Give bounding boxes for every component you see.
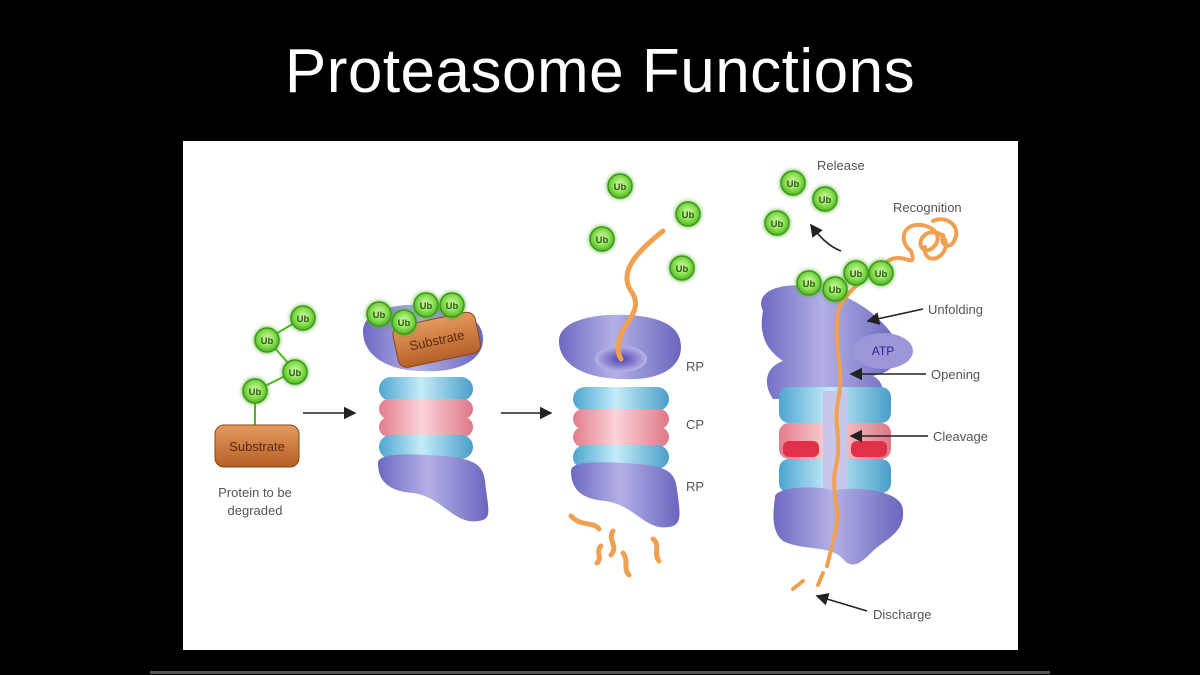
atp-label: ATP: [872, 344, 894, 358]
ubiquitin-icon: Ub: [282, 359, 308, 385]
label-cp: CP: [686, 417, 704, 432]
stage-2-proteasome-binding: Substrate Ub Ub Ub Ub: [363, 292, 489, 522]
protein-caption-line2: degraded: [228, 503, 283, 518]
svg-text:Ub: Ub: [850, 269, 863, 280]
svg-text:Ub: Ub: [289, 368, 302, 379]
core-ring-pink: [573, 427, 669, 447]
ubiquitin-icon: Ub: [780, 170, 806, 196]
unfolded-polypeptide: [615, 228, 666, 362]
label-cleavage: Cleavage: [933, 429, 988, 444]
core-ring-blue: [379, 435, 473, 459]
unfolding-arrow: [866, 308, 924, 325]
core-ring-pink: [379, 399, 473, 419]
svg-text:Ub: Ub: [787, 179, 800, 190]
slide-bottom-edge: [150, 671, 1050, 674]
ubiquitin-icon: Ub: [764, 210, 790, 236]
regulatory-particle-bottom: [571, 462, 680, 528]
slide-title: Proteasome Functions: [284, 37, 916, 106]
label-opening: Opening: [931, 367, 980, 382]
peptide-fragments: [568, 513, 662, 578]
label-rp-top: RP: [686, 359, 704, 374]
ubiquitin-icon: Ub: [254, 327, 280, 353]
stage-1-ubiquitinated-substrate: Ub Ub Ub Ub Substrate Protein to be deg: [214, 305, 316, 518]
protein-caption-line1: Protein to be: [218, 485, 292, 500]
svg-text:Ub: Ub: [803, 279, 816, 290]
active-site: [851, 441, 887, 457]
ubiquitin-icon: Ub: [669, 255, 695, 281]
svg-text:Ub: Ub: [614, 182, 627, 193]
unfolded-polypeptide: [831, 309, 843, 543]
svg-text:Ub: Ub: [771, 219, 784, 230]
ubiquitin-icon: Ub: [796, 270, 822, 296]
peptide-fragments: [791, 544, 834, 591]
ubiquitin-icon: Ub: [812, 186, 838, 212]
svg-text:Ub: Ub: [446, 301, 459, 312]
label-release: Release: [817, 158, 865, 173]
core-ring-pink: [573, 409, 669, 429]
label-recognition: Recognition: [893, 200, 962, 215]
svg-text:Ub: Ub: [261, 336, 274, 347]
proteasome-diagram: Ub Ub Ub Ub Substrate Protein to be deg: [214, 158, 988, 622]
svg-text:Ub: Ub: [398, 318, 411, 329]
label-discharge: Discharge: [873, 607, 932, 622]
ubiquitin-icon: Ub: [607, 173, 633, 199]
label-rp-bottom: RP: [686, 479, 704, 494]
ubiquitin-icon: Ub: [290, 305, 316, 331]
svg-text:Ub: Ub: [676, 264, 689, 275]
unfolded-polypeptide: [836, 249, 915, 313]
substrate-label: Substrate: [229, 439, 285, 454]
active-site: [783, 441, 819, 457]
svg-text:Ub: Ub: [420, 301, 433, 312]
label-unfolding: Unfolding: [928, 302, 983, 317]
atp-lobe: [853, 333, 913, 369]
stage-3-degradation: Ub Ub Ub Ub: [559, 173, 704, 578]
svg-text:Ub: Ub: [819, 195, 832, 206]
svg-text:Ub: Ub: [596, 235, 609, 246]
ubiquitin-icon: Ub: [675, 201, 701, 227]
ubiquitin-icon: Ub: [413, 292, 439, 318]
svg-text:Ub: Ub: [249, 387, 262, 398]
regulatory-particle-top: [761, 285, 899, 399]
discharge-arrow: [815, 593, 868, 612]
svg-text:Ub: Ub: [829, 285, 842, 296]
folded-protein: [901, 217, 959, 261]
ubiquitin-icon: Ub: [391, 309, 417, 335]
svg-text:Ub: Ub: [682, 210, 695, 221]
ubiquitin-icon: Ub: [868, 260, 894, 286]
svg-text:Ub: Ub: [373, 310, 386, 321]
ubiquitin-icon: Ub: [822, 276, 848, 302]
core-ring-pink: [379, 417, 473, 437]
release-arrow: [810, 223, 842, 252]
ubiquitin-icon: Ub: [843, 260, 869, 286]
core-ring-blue: [573, 387, 669, 411]
ubiquitin-icon: Ub: [242, 378, 268, 404]
stage-4-mechanism: Ub Ub Ub Release ATP: [761, 158, 988, 622]
ubiquitin-icon: Ub: [589, 226, 615, 252]
ubiquitin-icon: Ub: [366, 301, 392, 327]
ubiquitin-icon: Ub: [439, 292, 465, 318]
diagram-panel: Ub Ub Ub Ub Substrate Protein to be deg: [183, 141, 1018, 650]
svg-text:Ub: Ub: [875, 269, 888, 280]
svg-text:Ub: Ub: [297, 314, 310, 325]
regulatory-particle-bottom: [378, 454, 489, 522]
substrate-box: [214, 424, 300, 468]
core-ring-blue: [379, 377, 473, 401]
